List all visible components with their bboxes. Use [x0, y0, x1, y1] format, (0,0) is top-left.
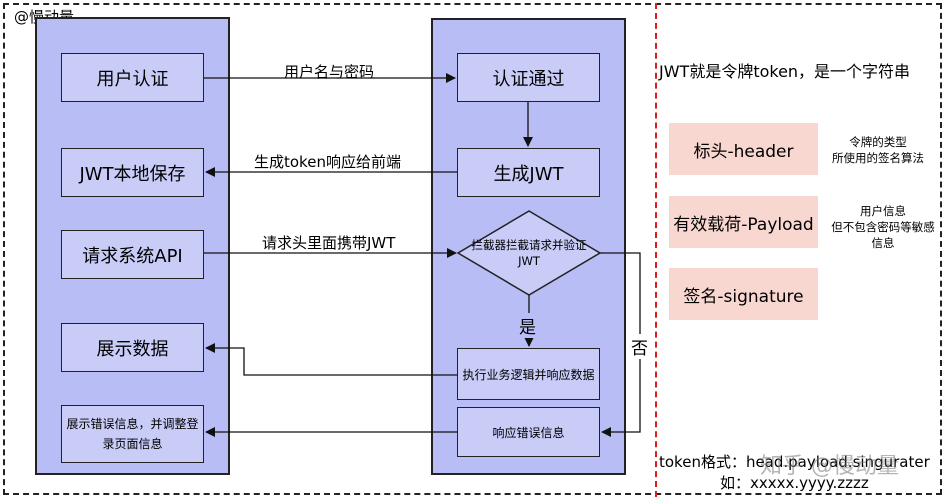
header-part-desc: 令牌的类型 所使用的签名算法 [832, 135, 924, 165]
intercept-label: 拦截器拦截请求并验证JWT [471, 238, 587, 268]
request-api-box: 请求系统API [61, 230, 204, 279]
label-gen-token: 生成token响应给前端 [254, 153, 401, 171]
outer-frame [3, 3, 942, 495]
header-part-box: 标头-header [669, 123, 818, 175]
show-data-box: 展示数据 [61, 323, 204, 372]
payload-part-box: 有效载荷-Payload [669, 196, 818, 248]
show-error-box: 展示错误信息，并调整登录页面信息 [61, 405, 204, 463]
info-title: JWT就是令牌token，是一个字符串 [659, 62, 911, 81]
label-yes: 是 [519, 313, 536, 338]
auth-passed-box: 认证通过 [457, 53, 600, 102]
user-auth-box: 用户认证 [61, 53, 204, 102]
token-format-line: token格式：head.payload.singurater [659, 453, 930, 471]
label-no: 否 [631, 334, 648, 359]
payload-part-desc: 用户信息 但不包含密码等敏感 信息 [831, 204, 935, 250]
signature-part-box: 签名-signature [669, 268, 818, 320]
respond-error-box: 响应错误信息 [457, 407, 600, 457]
divider-line [655, 3, 657, 497]
zhihu-watermark: 知乎 @慢动量 [760, 454, 899, 479]
arrow-execute-to-data [205, 343, 457, 376]
jwt-store-box: JWT本地保存 [61, 148, 204, 197]
label-request-header: 请求头里面携带JWT [262, 234, 396, 252]
token-example-line: 如：xxxxx.yyyy.zzzz [720, 474, 869, 492]
label-username-password: 用户名与密码 [284, 63, 375, 81]
gen-jwt-box: 生成JWT [457, 148, 600, 197]
execute-box: 执行业务逻辑并响应数据 [457, 348, 600, 400]
